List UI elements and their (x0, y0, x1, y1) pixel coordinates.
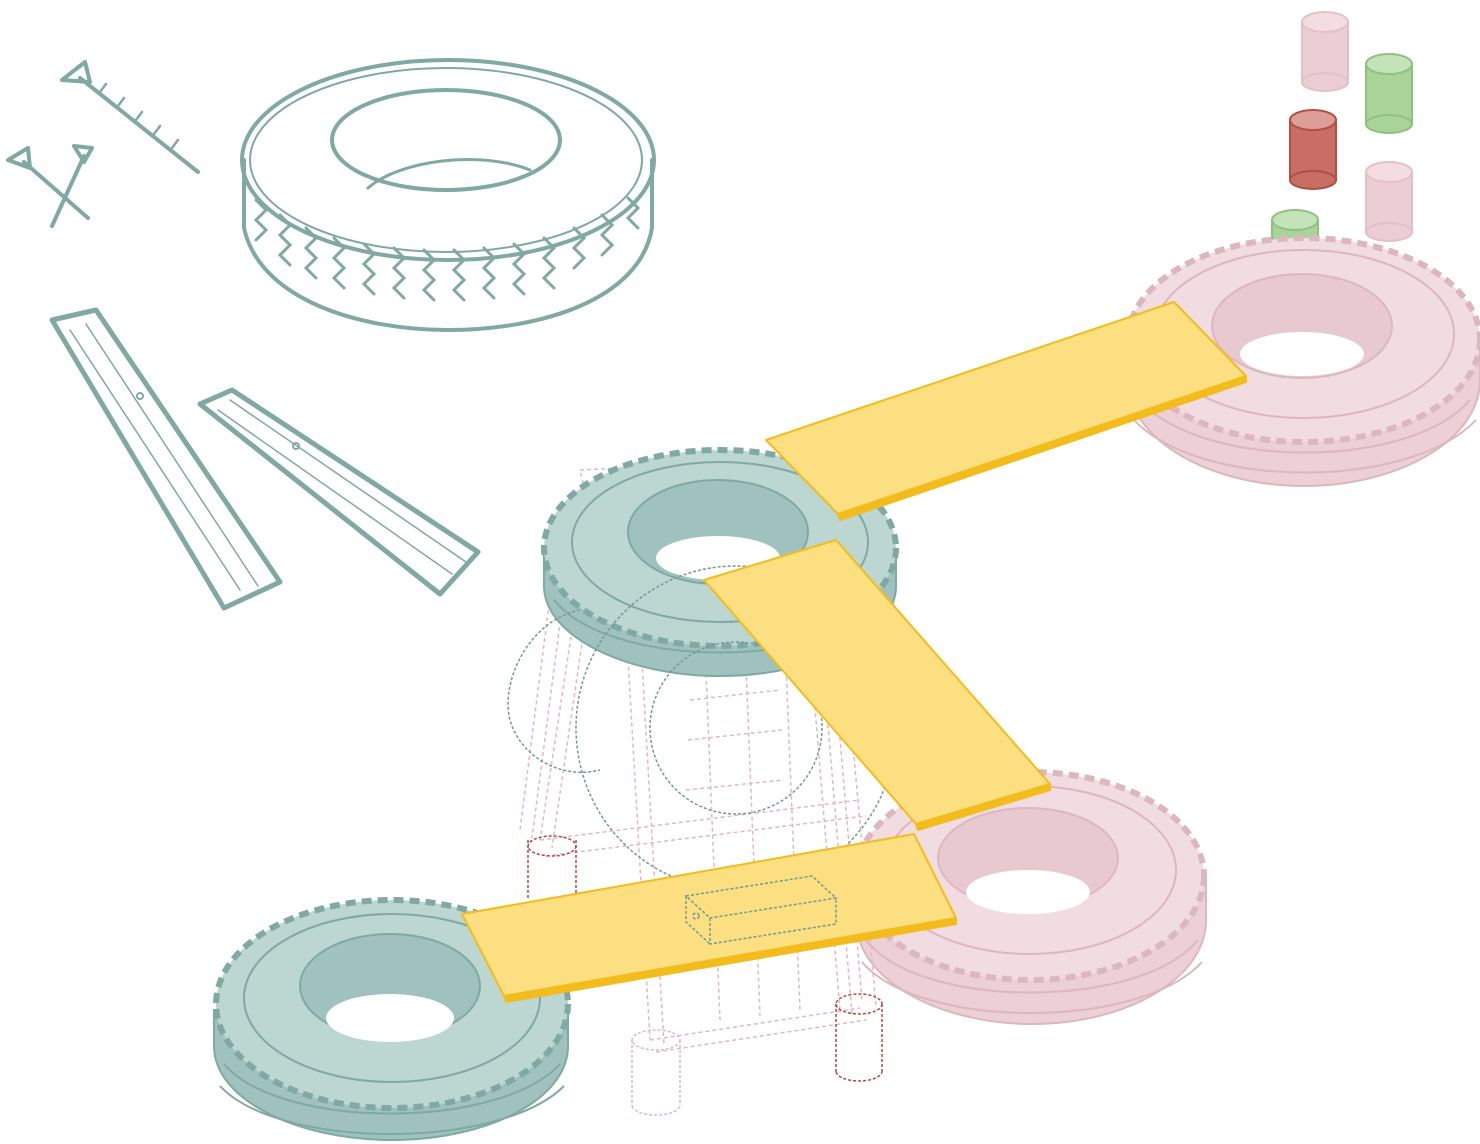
cylinder-pink-mid (1366, 162, 1412, 241)
sketch-nails-icon (8, 62, 198, 226)
yellow-plank-bottom (462, 834, 956, 1002)
sketch-tire-icon (242, 60, 654, 330)
cylinder-red (1290, 110, 1336, 189)
color-swatch-cylinders (1272, 12, 1412, 250)
cylinder-pink-top (1302, 12, 1348, 91)
sketch-wood-planks-icon (52, 310, 478, 608)
cylinder-green-top (1366, 54, 1412, 133)
